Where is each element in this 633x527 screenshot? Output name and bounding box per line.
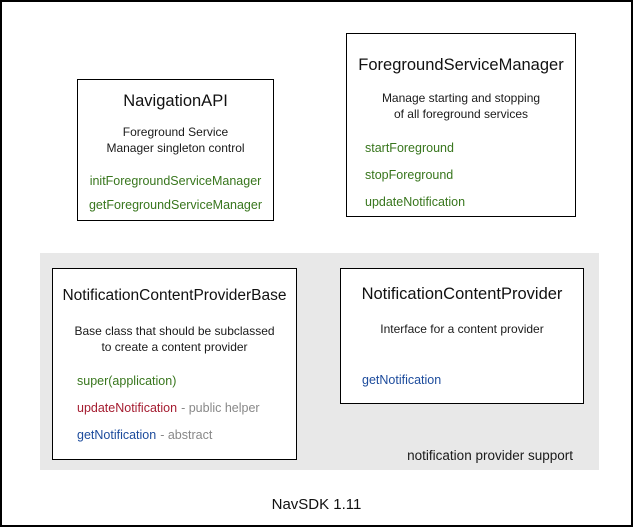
class-title-notification-content-provider: NotificationContentProvider bbox=[361, 285, 563, 303]
method-start-foreground: startForeground bbox=[365, 141, 454, 155]
class-box-notification-content-provider-base: NotificationContentProviderBase Base cla… bbox=[52, 268, 297, 460]
method-name: startForeground bbox=[365, 141, 454, 155]
class-description: Base class that should be subclassed to … bbox=[53, 323, 296, 355]
sdk-version-label: NavSDK 1.11 bbox=[271, 496, 362, 513]
class-title-notification-content-provider-base: NotificationContentProviderBase bbox=[62, 287, 287, 304]
class-title-navigation-api: NavigationAPI bbox=[123, 92, 228, 110]
description-line: Interface for a content provider bbox=[380, 322, 544, 336]
method-get-foreground-service-manager: getForegroundServiceManager bbox=[78, 198, 273, 212]
method-name: initForegroundServiceManager bbox=[89, 174, 262, 188]
method-name: updateNotification bbox=[365, 195, 466, 209]
method-get-notification: getNotification- abstract bbox=[77, 428, 212, 442]
description-line: Foreground Service bbox=[122, 125, 229, 139]
group-label: notification provider support bbox=[407, 448, 573, 463]
class-box-notification-content-provider: NotificationContentProvider Interface fo… bbox=[340, 268, 584, 404]
method-name: getNotification bbox=[77, 428, 157, 442]
class-description: Foreground Service Manager singleton con… bbox=[78, 124, 273, 156]
class-description: Manage starting and stopping of all fore… bbox=[347, 90, 575, 122]
method-name: super(application) bbox=[77, 374, 177, 388]
method-name: getNotification bbox=[362, 373, 442, 387]
class-description: Interface for a content provider bbox=[341, 321, 583, 337]
description-line: Manage starting and stopping bbox=[381, 91, 541, 105]
description-line: to create a content provider bbox=[101, 340, 248, 354]
description-line: Base class that should be subclassed bbox=[74, 324, 275, 338]
method-name: updateNotification bbox=[77, 401, 178, 415]
method-update-notification: updateNotification bbox=[365, 195, 465, 209]
class-box-foreground-service-manager: ForegroundServiceManager Manage starting… bbox=[346, 33, 576, 217]
method-name: getForegroundServiceManager bbox=[88, 198, 263, 212]
description-line: Manager singleton control bbox=[106, 141, 245, 155]
method-stop-foreground: stopForeground bbox=[365, 168, 453, 182]
method-update-notification: updateNotification- public helper bbox=[77, 401, 260, 415]
method-super-application: super(application) bbox=[77, 374, 176, 388]
method-init-foreground-service-manager: initForegroundServiceManager bbox=[78, 174, 273, 188]
method-name: stopForeground bbox=[365, 168, 454, 182]
description-line: of all foreground services bbox=[393, 107, 529, 121]
method-annotation: - abstract bbox=[160, 428, 213, 442]
class-title-foreground-service-manager: ForegroundServiceManager bbox=[358, 56, 564, 74]
method-get-notification: getNotification bbox=[362, 373, 441, 387]
class-box-navigation-api: NavigationAPI Foreground Service Manager… bbox=[77, 79, 274, 221]
method-annotation: - public helper bbox=[181, 401, 260, 415]
